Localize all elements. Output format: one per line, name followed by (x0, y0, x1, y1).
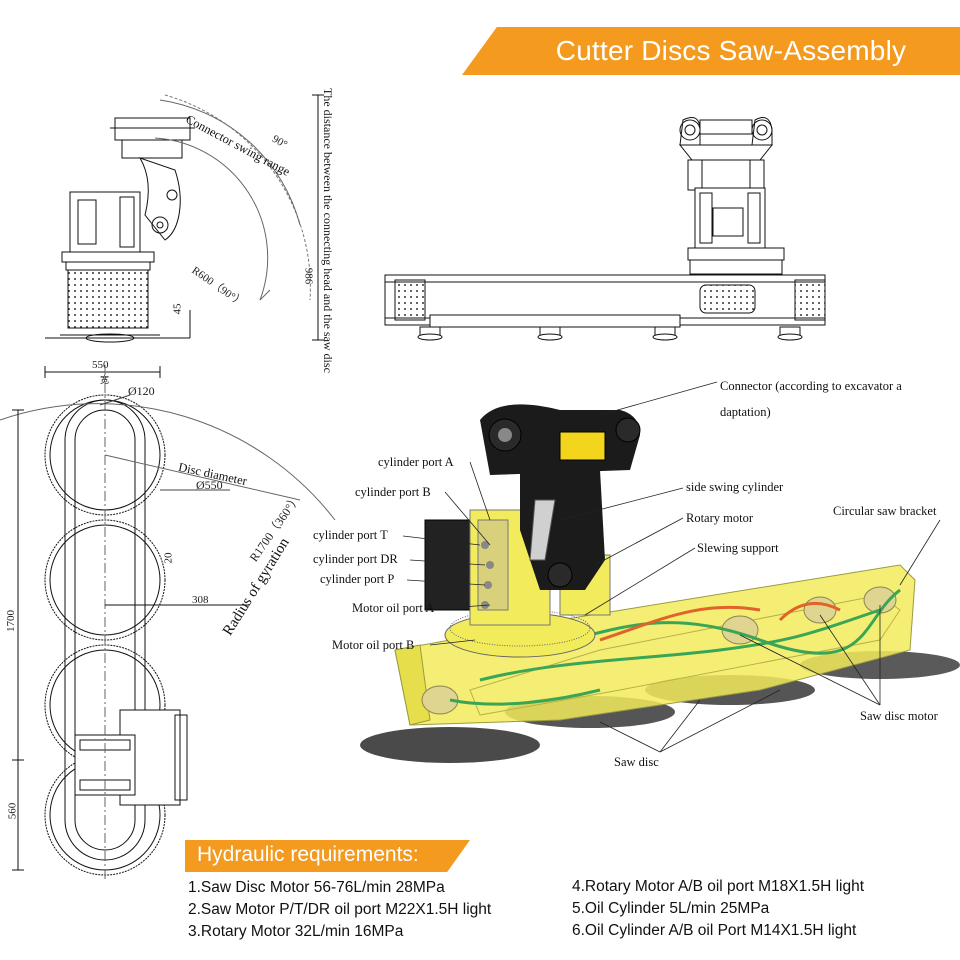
callout-leaders (402, 381, 941, 753)
callout-saw-disc: Saw disc (614, 755, 659, 769)
dim-45-label: 45 (171, 303, 184, 315)
kuan-label: 宽 (100, 375, 110, 385)
callout-connector: Connector (according to excavator a (720, 379, 902, 393)
callout-cylinder-port-dr: cylinder port DR (313, 552, 398, 566)
requirement-item: 1.Saw Disc Motor 56-76L/min 28MPa (188, 879, 445, 896)
callout-circular-saw-bracket: Circular saw bracket (833, 504, 937, 518)
dim-20-label: 20 (162, 552, 175, 564)
dia-120-label: Ø120 (128, 384, 155, 398)
callout-cylinder-port-t: cylinder port T (313, 528, 388, 542)
dim-308-label: 308 (192, 594, 209, 606)
dia-550-label: Ø550 (196, 478, 223, 492)
callout-cylinder-port-b: cylinder port B (355, 485, 431, 499)
callout-cylinder-port-p: cylinder port P (320, 572, 395, 586)
requirements-heading: Hydraulic requirements: (197, 843, 419, 866)
requirement-item: 3.Rotary Motor 32L/min 16MPa (188, 923, 404, 940)
callout-saw-disc-motor: Saw disc motor (860, 709, 938, 723)
callout-motor-oil-port-a: Motor oil port A (352, 601, 435, 615)
top-view-drawing (0, 365, 336, 880)
callout-rotary-motor: Rotary motor (686, 511, 754, 525)
front-view-drawing (384, 117, 826, 341)
callout-slewing-support: Slewing support (697, 541, 779, 555)
dim-550-label: 550 (92, 359, 109, 371)
dim-986-label: 986 (302, 267, 315, 285)
callout-motor-oil-port-b: Motor oil port B (332, 638, 415, 652)
page-title: Cutter Discs Saw-Assembly (555, 35, 907, 66)
assembly-rendering (360, 404, 960, 763)
dim-1700-label: 1700 (5, 610, 17, 632)
requirement-item: 6.Oil Cylinder A/B oil Port M14X1.5H lig… (572, 922, 857, 939)
requirement-item: 5.Oil Cylinder 5L/min 25MPa (572, 900, 770, 917)
title-banner: Cutter Discs Saw-Assembly (462, 27, 960, 75)
callout-connector-line2: daptation) (720, 405, 771, 419)
requirements-heading-banner: Hydraulic requirements: (185, 840, 470, 872)
side-view-drawing (45, 94, 324, 343)
requirement-item: 4.Rotary Motor A/B oil port M18X1.5H lig… (572, 878, 865, 895)
dim-560-label: 560 (6, 802, 19, 820)
vertical-note: The distance between the connecting head… (321, 88, 335, 373)
requirement-item: 2.Saw Motor P/T/DR oil port M22X1.5H lig… (188, 901, 492, 918)
callout-cylinder-port-a: cylinder port A (378, 455, 454, 469)
callout-side-swing-cylinder: side swing cylinder (686, 480, 784, 494)
